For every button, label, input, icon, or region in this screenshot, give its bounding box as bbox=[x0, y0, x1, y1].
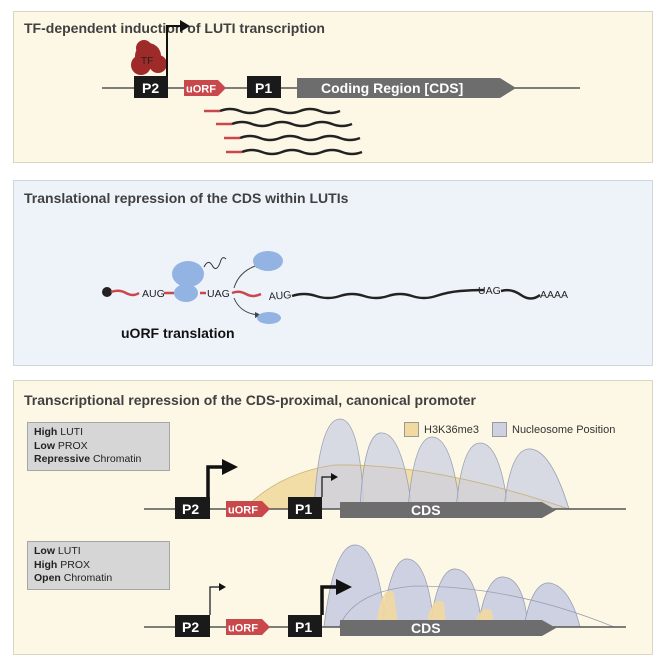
mrna-5utr bbox=[110, 289, 140, 297]
translation-diagram: AUG UAG AUG UAG AAAA uORF translation bbox=[102, 251, 568, 341]
ribosome-small bbox=[174, 284, 198, 302]
dissociation-arrow-down bbox=[233, 297, 259, 316]
panel-luti-induction: TF-dependent induction of LUTI transcrip… bbox=[13, 11, 653, 163]
uorf-label: uORF bbox=[228, 623, 258, 635]
polya-label: AAAA bbox=[540, 289, 568, 301]
p1-arrow-strong bbox=[320, 585, 338, 615]
p2-label: P2 bbox=[142, 80, 159, 96]
chromatin-diagram: P2 uORF P1 CDS bbox=[144, 418, 626, 637]
mrna-cap bbox=[102, 287, 112, 297]
p2-promoter bbox=[175, 615, 210, 637]
cds-region bbox=[297, 78, 516, 98]
mrna-cds bbox=[291, 288, 485, 300]
nucleosome-label: Nucleosome Position bbox=[512, 423, 616, 436]
transcription-factor bbox=[131, 40, 167, 75]
p2-arrow-strong bbox=[206, 465, 224, 497]
nascent-peptide bbox=[203, 257, 227, 269]
uorf-label: uORF bbox=[186, 84, 216, 96]
p1-arrow-weak bbox=[321, 476, 332, 497]
p1-label: P1 bbox=[255, 80, 272, 96]
state2-track: P2 uORF P1 CDS bbox=[144, 544, 626, 637]
h3k36me3-swatch bbox=[404, 422, 419, 437]
uag1-label: UAG bbox=[207, 288, 230, 300]
p2-arrow bbox=[166, 25, 182, 78]
h3k36me3-label: H3K36me3 bbox=[424, 423, 480, 436]
panel-title: Transcriptional repression of the CDS-pr… bbox=[24, 392, 476, 408]
nucleosome-peaks bbox=[313, 418, 570, 510]
aug1-label: AUG bbox=[142, 288, 165, 300]
p2-promoter bbox=[134, 76, 168, 98]
cds-label: CDS bbox=[411, 502, 441, 518]
nucleosome-envelope bbox=[338, 585, 615, 628]
p2-label: P2 bbox=[182, 619, 199, 635]
legend-nucleosome: Nucleosome Position bbox=[492, 422, 615, 437]
p1-promoter bbox=[288, 615, 322, 637]
panel-title: Translational repression of the CDS with… bbox=[24, 190, 349, 206]
panel-translational-repression: Translational repression of the CDS with… bbox=[13, 180, 653, 366]
uorf-translation-caption: uORF translation bbox=[121, 325, 235, 341]
p1-promoter bbox=[288, 497, 322, 519]
mrna-3utr bbox=[500, 288, 541, 300]
cds-label: Coding Region [CDS] bbox=[321, 80, 463, 96]
uorf-element bbox=[184, 80, 226, 96]
intercistronic bbox=[231, 290, 262, 298]
uorf-element bbox=[226, 501, 270, 517]
aug2-label: AUG bbox=[268, 289, 292, 303]
p2-label: P2 bbox=[182, 501, 199, 517]
p1-label: P1 bbox=[295, 619, 312, 635]
p1-promoter bbox=[247, 76, 281, 98]
p2-promoter bbox=[175, 497, 210, 519]
panel-title: TF-dependent induction of LUTI transcrip… bbox=[24, 20, 325, 36]
luti-transcripts bbox=[204, 107, 363, 156]
nucleosome-swatch bbox=[492, 422, 507, 437]
dissociation-arrow-up bbox=[233, 264, 259, 289]
p1-label: P1 bbox=[295, 501, 312, 517]
state-box-high-luti: High LUTI Low PROX Repressive Chromatin bbox=[27, 422, 170, 471]
legend-h3k36me3: H3K36me3 bbox=[404, 422, 479, 437]
released-large-subunit bbox=[253, 251, 283, 271]
uag2-label: UAG bbox=[478, 285, 501, 297]
cds-region bbox=[340, 620, 556, 636]
cds-region bbox=[340, 502, 556, 518]
ribosome-large bbox=[172, 261, 204, 287]
state-box-low-luti: Low LUTI High PROX Open Chromatin bbox=[27, 541, 170, 590]
uorf-label: uORF bbox=[228, 505, 258, 517]
luti-induction-diagram: TF P2 uORF P1 Coding Region [CDS] bbox=[102, 20, 580, 156]
panel-transcriptional-repression: Transcriptional repression of the CDS-pr… bbox=[13, 380, 653, 655]
tf-label: TF bbox=[141, 56, 153, 67]
released-small-subunit bbox=[257, 312, 281, 324]
p2-arrow-weak bbox=[209, 586, 220, 615]
nucleosome-peaks bbox=[323, 544, 581, 628]
cds-label: CDS bbox=[411, 620, 441, 636]
uorf-element bbox=[226, 619, 270, 635]
state1-track: P2 uORF P1 CDS bbox=[144, 418, 626, 519]
